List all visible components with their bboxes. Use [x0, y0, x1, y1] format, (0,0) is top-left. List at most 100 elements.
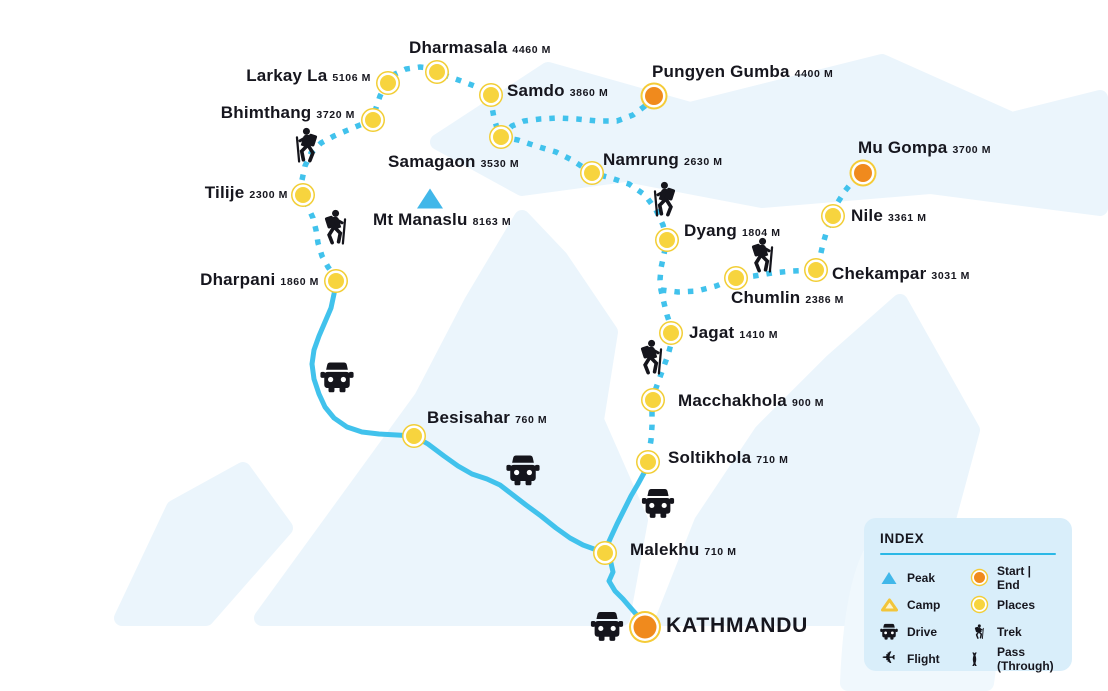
map-node-chumlin	[728, 270, 744, 286]
route-road-dharpani-besisahar	[309, 278, 417, 439]
place-elevation: 1410 M	[739, 329, 779, 341]
map-node-tilije	[295, 187, 311, 203]
place-label-tilije: Tilije 2300 M	[205, 183, 288, 205]
route-jagat-soltikhola	[645, 333, 674, 463]
map-node-dharpani	[328, 273, 344, 289]
map-node-mu-gompa	[854, 164, 872, 182]
drive-icon	[590, 611, 624, 641]
peak-label-mt-manaslu: Mt Manaslu 8163 M	[373, 210, 511, 232]
legend-title: INDEX	[880, 531, 925, 546]
route-pungyen-branch	[499, 94, 657, 139]
trek-icon	[321, 209, 352, 247]
trek-icon	[748, 237, 779, 275]
map-node-samagaon	[493, 129, 509, 145]
place-name: Nile	[851, 206, 883, 225]
place-label-mu-gompa: Mu Gompa 3700 M	[858, 138, 991, 160]
place-elevation: 2630 M	[684, 156, 723, 168]
map-node-dharmasala	[429, 64, 445, 80]
place-label-larkay-la: Larkay La 5106 M	[246, 66, 371, 88]
legend-grid: Peak Camp Drive ✈ Flight	[880, 564, 1056, 673]
peak-icon-mt-manaslu	[416, 188, 444, 215]
route-tsum-branch	[660, 170, 865, 295]
place-name: Pungyen Gumba	[652, 62, 790, 81]
place-elevation: 8163 M	[472, 216, 512, 228]
legend-item-drive: Drive	[880, 618, 964, 645]
map-node-larkay-la	[380, 75, 396, 91]
place-name: Besisahar	[427, 408, 511, 427]
place-label-kathmandu: KATHMANDU	[666, 614, 809, 638]
index-legend: INDEX Peak Camp Drive	[864, 518, 1072, 673]
place-elevation: 3700 M	[952, 144, 992, 156]
legend-item-label: Drive	[907, 624, 938, 639]
legend-item-label: Flight	[907, 651, 940, 666]
place-label-nile: Nile 3361 M	[851, 206, 927, 228]
legend-item-label: Camp	[907, 597, 941, 612]
place-elevation: 4400 M	[794, 68, 834, 80]
place-name: Chekampar	[832, 264, 927, 283]
map-node-kathmandu	[633, 615, 657, 639]
place-elevation: 760 M	[515, 414, 548, 426]
place-elevation: 1860 M	[280, 276, 319, 288]
place-label-pungyen-gumba: Pungyen Gumba 4400 M	[652, 62, 833, 84]
places-icon	[970, 599, 988, 610]
legend-item-camp: Camp	[880, 591, 964, 618]
start-end-icon	[970, 572, 988, 583]
place-name: Mu Gompa	[858, 138, 948, 157]
map-node-soltikhola	[640, 454, 656, 470]
legend-item-flight: ✈ Flight	[882, 649, 940, 667]
place-elevation: 3860 M	[569, 87, 609, 99]
place-name: Macchakhola	[678, 391, 787, 410]
map-node-jagat	[663, 325, 679, 341]
place-elevation: 3530 M	[480, 158, 520, 170]
place-label-besisahar: Besisahar 760 M	[427, 408, 547, 430]
map-node-bhimthang	[365, 112, 381, 128]
route-circuit-west	[299, 64, 504, 283]
map-node-macchakhola	[645, 392, 661, 408]
trek-icon	[649, 181, 680, 219]
place-elevation: 2300 M	[249, 189, 288, 201]
car-icon	[880, 623, 898, 640]
place-name: Soltikhola	[668, 448, 752, 467]
map-node-dyang	[659, 232, 675, 248]
place-elevation: 2386 M	[805, 294, 845, 306]
map-node-pungyen-gumba	[645, 87, 663, 105]
peak-icon	[880, 571, 898, 585]
place-name: Samagaon	[388, 152, 476, 171]
legend-item-label: Pass (Through)	[997, 644, 1054, 673]
place-name: Tilije	[204, 183, 245, 202]
map-node-malekhu	[597, 545, 613, 561]
place-name: Larkay La	[246, 66, 328, 85]
place-elevation: 3720 M	[316, 109, 355, 121]
place-name: Malekhu	[630, 540, 700, 559]
route-road-besisahar-malekhu	[411, 433, 608, 556]
trek-icon	[637, 339, 668, 377]
map-node-chekampar	[808, 262, 824, 278]
map-node-nile	[825, 208, 841, 224]
place-label-soltikhola: Soltikhola 710 M	[668, 448, 788, 470]
place-name: Mt Manaslu	[373, 210, 468, 229]
place-elevation: 1804 M	[741, 227, 781, 239]
map-node-namrung	[584, 165, 600, 181]
map-node-samdo	[483, 87, 499, 103]
legend-item-trek: Trek	[970, 618, 1056, 645]
hiker-icon	[970, 623, 988, 640]
place-elevation: 5106 M	[332, 72, 371, 84]
place-name: KATHMANDU	[666, 614, 809, 637]
legend-divider	[880, 553, 1056, 555]
trek-icon	[291, 127, 322, 165]
drive-icon	[641, 488, 675, 518]
legend-item-label: Trek	[997, 624, 1022, 639]
place-elevation: 3361 M	[887, 212, 927, 224]
place-elevation: 710 M	[756, 454, 789, 466]
